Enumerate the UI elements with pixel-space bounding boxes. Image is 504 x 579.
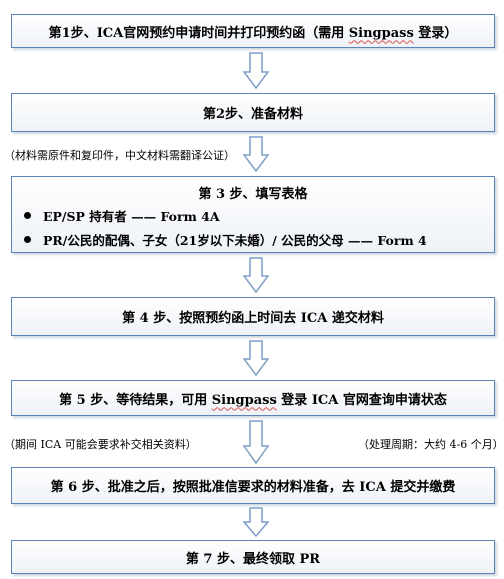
form-item-ep-sp: EP/SP 持有者 —— Form 4A bbox=[22, 206, 484, 225]
bullet-icon bbox=[24, 236, 31, 243]
bullet-icon bbox=[24, 212, 31, 219]
flow-arrow-4 bbox=[243, 340, 269, 376]
ica-supplement-note: （期间 ICA 可能会要求补交相关资料） bbox=[4, 438, 197, 451]
form-item-pr-family: PR/公民的配偶、子女（21岁以下未婚）/ 公民的父母 —— Form 4 bbox=[22, 230, 484, 249]
materials-note: （材料需原件和复印件，中文材料需翻译公证） bbox=[4, 149, 235, 162]
processing-time-note: （处理周期：大约 4-6 个月） bbox=[358, 438, 504, 451]
step-3-title: 第 3 步、填写表格 bbox=[198, 187, 308, 202]
singpass-link[interactable]: Singpass bbox=[211, 392, 277, 408]
flow-arrow-5 bbox=[243, 420, 269, 464]
step-7-label: 第 7 步、最终领取 PR bbox=[185, 551, 321, 567]
step-3-box: 第 3 步、填写表格 EP/SP 持有者 —— Form 4A PR/公民的配偶… bbox=[11, 176, 495, 253]
step-1-box: 第1步、ICA官网预约申请时间并打印预约函（需用 Singpass 登录） bbox=[11, 14, 495, 48]
step-1-label: 第1步、ICA官网预约申请时间并打印预约函（需用 Singpass 登录） bbox=[48, 25, 458, 41]
step-5-label: 第 5 步、等待结果，可用 Singpass 登录 ICA 官网查询申请状态 bbox=[59, 392, 447, 408]
step-4-label: 第 4 步、按照预约函上时间去 ICA 递交材料 bbox=[122, 311, 384, 326]
flow-arrow-6 bbox=[243, 507, 269, 537]
step-2-label: 第2步、准备材料 bbox=[202, 107, 304, 122]
flow-arrow-2 bbox=[243, 136, 269, 172]
step-2-box: 第2步、准备材料 bbox=[11, 93, 495, 132]
flow-arrow-3 bbox=[243, 257, 269, 293]
flow-arrow-1 bbox=[243, 52, 269, 89]
step-5-box: 第 5 步、等待结果，可用 Singpass 登录 ICA 官网查询申请状态 bbox=[11, 380, 495, 416]
singpass-link[interactable]: Singpass bbox=[348, 25, 414, 41]
step-4-box: 第 4 步、按照预约函上时间去 ICA 递交材料 bbox=[11, 297, 495, 336]
step-7-box: 第 7 步、最终领取 PR bbox=[11, 540, 495, 574]
step-6-label: 第 6 步、批准之后，按照批准信要求的材料准备，去 ICA 提交并缴费 bbox=[50, 480, 456, 495]
step-6-box: 第 6 步、批准之后，按照批准信要求的材料准备，去 ICA 提交并缴费 bbox=[11, 467, 495, 504]
